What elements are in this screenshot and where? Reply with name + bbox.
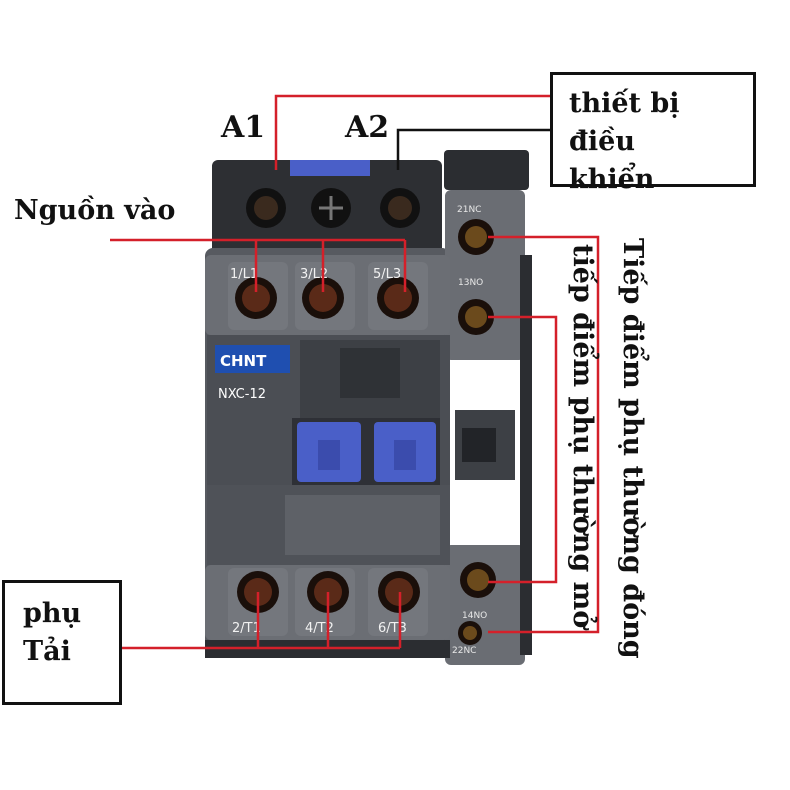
terminal-label-l3: 5/L3: [373, 267, 401, 282]
label-a1: A1: [221, 110, 266, 145]
load-line2: Tải: [23, 636, 71, 667]
label-a2: A2: [345, 110, 390, 145]
terminal-label-l1: 1/L1: [230, 267, 258, 282]
wire-aux-nc: [488, 235, 600, 634]
blue-indicator: [290, 160, 370, 176]
brand-logo: CHNT: [220, 352, 267, 370]
label-no-contact: tiếp điểm phụ thường mở: [567, 244, 598, 629]
terminal-label-t2: 4/T2: [305, 621, 334, 636]
screw-l1: [235, 277, 277, 319]
control-device-line2: khiển: [569, 164, 655, 195]
screw-13no: [458, 299, 494, 335]
terminal-label-t1: 2/T1: [232, 621, 261, 636]
terminal-label-l2: 3/L2: [300, 267, 328, 282]
aux-label-21nc: 21NC: [457, 205, 481, 215]
model-number: NXC-12: [218, 387, 266, 402]
screw-21nc: [458, 219, 494, 255]
label-nc-contact: Tiếp điểm phụ thường đóng: [617, 238, 648, 659]
aux-label-13no: 13NO: [458, 278, 483, 288]
aux-label-22nc: 22NC: [452, 646, 476, 656]
screw-l3: [377, 277, 419, 319]
screw-22nc: [458, 621, 482, 645]
wire-aux-no: [488, 315, 558, 584]
aux-top-housing: [444, 150, 529, 190]
wire-a1: [274, 94, 552, 170]
screw-14no: [460, 562, 496, 598]
load-box: phụ Tải: [2, 580, 122, 705]
control-device-line1: thiết bị điều: [569, 88, 680, 157]
brand-plate: [215, 345, 290, 373]
aux-label-14no: 14NO: [462, 611, 487, 621]
screw-l2: [302, 277, 344, 319]
load-line1: phụ: [23, 598, 82, 629]
wire-a2: [396, 128, 552, 170]
control-device-box: thiết bị điều khiển: [550, 72, 756, 195]
wires: [110, 94, 600, 650]
terminal-label-t3: 6/T3: [378, 621, 407, 636]
aux-block-top: [445, 190, 525, 360]
label-nguon-vao: Nguồn vào: [14, 195, 176, 226]
